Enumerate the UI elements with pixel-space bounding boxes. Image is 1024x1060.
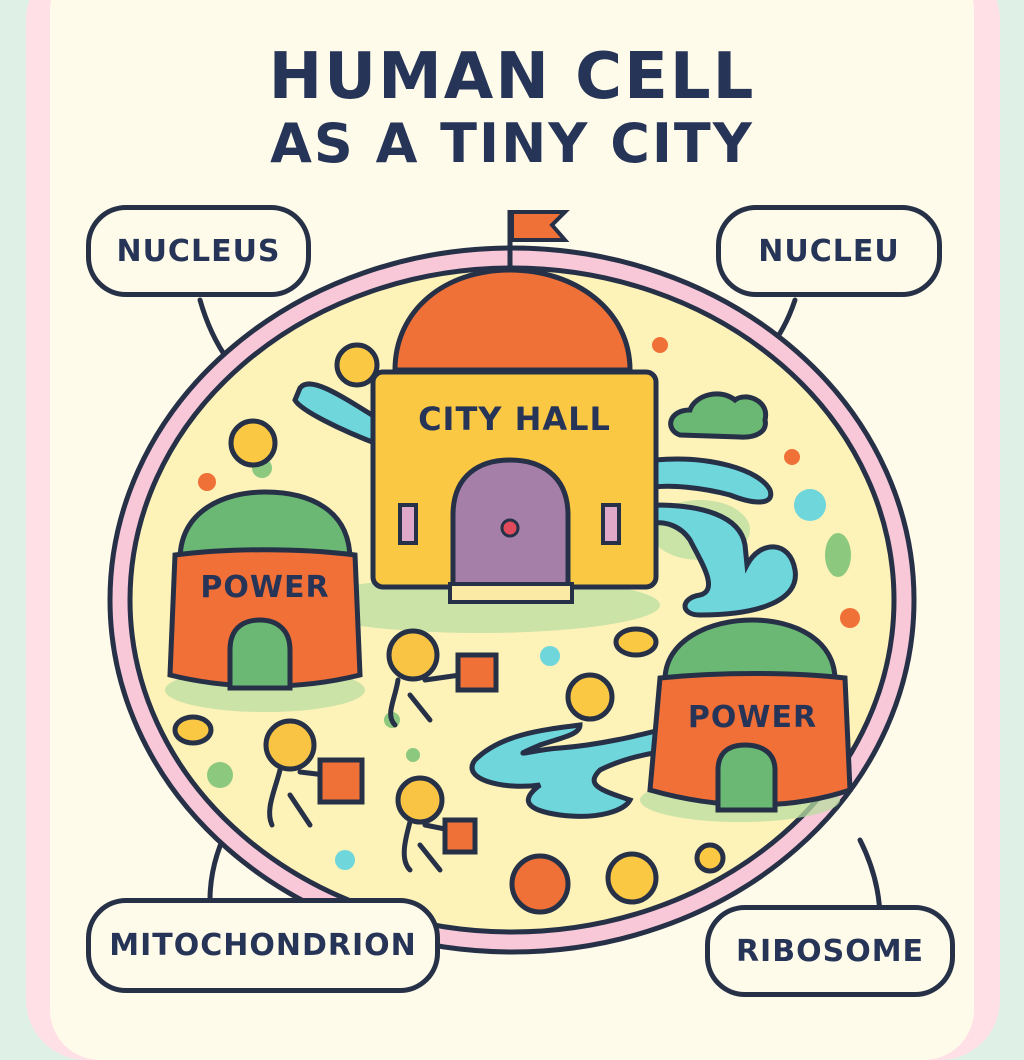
cell-illustration (107, 210, 917, 955)
worker-figure (263, 718, 365, 828)
city-hall-sign: CITY HALL (418, 400, 611, 438)
ribosome-workers (263, 628, 499, 873)
power-sign-right: POWER (687, 700, 818, 735)
label-mitochondrion: MITOCHONDRION (86, 898, 440, 993)
title-line-1: HUMAN CELL (268, 40, 756, 114)
power-door-icon (715, 742, 778, 813)
vesicles (172, 342, 726, 915)
power-plant-right (647, 617, 853, 813)
flag-icon (510, 210, 570, 242)
power-plant-left (167, 489, 363, 691)
er-rivers (292, 381, 798, 819)
label-ribosome: RIBOSOME (705, 905, 955, 997)
city-hall-building (370, 210, 659, 604)
worker-figure (386, 628, 499, 728)
label-nucleus: NUCLEUS (86, 205, 311, 297)
title-line-2: AS A TINY CITY (270, 112, 754, 175)
power-sign-left: POWER (200, 570, 330, 605)
power-door-icon (227, 617, 293, 691)
golgi-cloud (668, 391, 769, 440)
label-nucleu: NUCLEU (716, 205, 942, 297)
worker-figure (395, 775, 478, 873)
